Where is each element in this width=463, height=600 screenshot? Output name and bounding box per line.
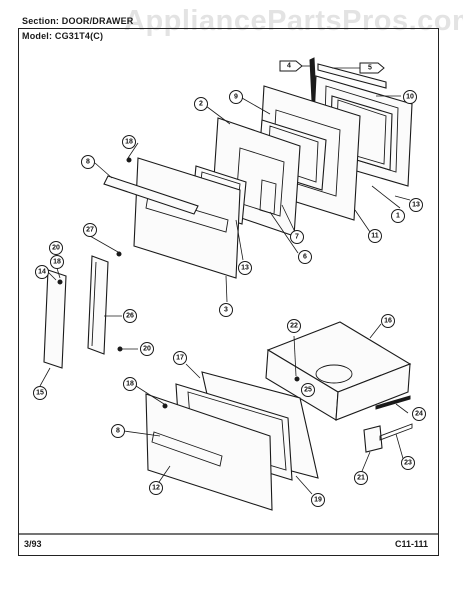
- side-trim-left: [43, 269, 67, 369]
- callout-3: 3: [219, 303, 233, 317]
- callout-6: 6: [298, 250, 312, 264]
- callout-1: 1: [391, 209, 405, 223]
- screw: [162, 403, 168, 409]
- svg-text:14: 14: [38, 269, 46, 276]
- svg-text:26: 26: [126, 313, 134, 320]
- callout-21: 21: [354, 471, 368, 485]
- callout-5: 5: [359, 62, 385, 74]
- callout-4: 4: [279, 60, 303, 72]
- door-handle-recess: [145, 195, 229, 233]
- callout-15: 15: [33, 386, 47, 400]
- svg-text:8: 8: [86, 159, 90, 166]
- callout-19: 19: [311, 493, 325, 507]
- callout-26: 26: [123, 309, 137, 323]
- callout-16: 16: [381, 314, 395, 328]
- screw: [116, 251, 122, 257]
- callout-8-top: 8: [81, 155, 95, 169]
- svg-text:2: 2: [199, 101, 203, 108]
- svg-text:6: 6: [303, 254, 307, 261]
- callout-11: 11: [368, 229, 382, 243]
- screw: [57, 279, 63, 285]
- callout-9: 9: [229, 90, 243, 104]
- callout-8-bottom: 8: [111, 424, 125, 438]
- svg-text:5: 5: [368, 65, 372, 72]
- callout-18-top: 18: [122, 135, 136, 149]
- door-hinge-bracket: [259, 179, 277, 215]
- callout-18-bottom: 18: [123, 377, 137, 391]
- callout-22: 22: [287, 319, 301, 333]
- callout-18-mid: 18: [50, 255, 64, 269]
- callout-24: 24: [412, 407, 426, 421]
- callout-20-bottom: 20: [140, 342, 154, 356]
- svg-text:15: 15: [36, 390, 44, 397]
- svg-text:19: 19: [314, 497, 322, 504]
- svg-text:23: 23: [404, 460, 412, 467]
- svg-text:18: 18: [126, 381, 134, 388]
- drawer-rail: [375, 395, 411, 410]
- svg-text:17: 17: [176, 355, 184, 362]
- svg-text:16: 16: [384, 318, 392, 325]
- svg-text:20: 20: [52, 245, 60, 252]
- callout-14: 14: [35, 265, 49, 279]
- callout-27: 27: [83, 223, 97, 237]
- door-top-frame: [317, 63, 387, 89]
- drawer-front-panel: [145, 393, 273, 511]
- callout-12: 12: [149, 481, 163, 495]
- door-handle: [103, 175, 199, 215]
- callout-17: 17: [173, 351, 187, 365]
- svg-text:7: 7: [295, 234, 299, 241]
- svg-text:24: 24: [415, 411, 423, 418]
- watermark: AppliancePartsPros.com: [124, 5, 463, 37]
- svg-text:21: 21: [357, 475, 365, 482]
- callout-25: 25: [301, 383, 315, 397]
- svg-text:18: 18: [53, 259, 61, 266]
- model-title: Model: CG31T4(C): [22, 31, 104, 41]
- svg-text:9: 9: [234, 94, 238, 101]
- svg-text:1: 1: [396, 213, 400, 220]
- footer-code: C11-111: [395, 539, 429, 549]
- svg-text:13: 13: [241, 265, 249, 272]
- drawer-center-hole: [315, 364, 353, 384]
- drawer-tray-side: [335, 363, 411, 421]
- drawer-bracket: [363, 425, 383, 453]
- drawer-slide: [379, 423, 413, 441]
- svg-text:12: 12: [152, 485, 160, 492]
- svg-text:8: 8: [116, 428, 120, 435]
- outer-door-panel: [133, 157, 241, 279]
- side-trim-edge: [91, 261, 97, 347]
- svg-text:20: 20: [143, 346, 151, 353]
- svg-text:11: 11: [371, 233, 379, 240]
- callout-13-right: 13: [409, 198, 423, 212]
- svg-text:13: 13: [412, 202, 420, 209]
- svg-text:22: 22: [290, 323, 298, 330]
- callout-10: 10: [403, 90, 417, 104]
- callout-20-top: 20: [49, 241, 63, 255]
- svg-text:18: 18: [125, 139, 133, 146]
- callout-2: 2: [194, 97, 208, 111]
- footer-date: 3/93: [24, 539, 42, 549]
- svg-text:27: 27: [86, 227, 94, 234]
- screw: [126, 157, 132, 163]
- callout-23: 23: [401, 456, 415, 470]
- svg-text:3: 3: [224, 307, 228, 314]
- callout-13-left: 13: [238, 261, 252, 275]
- callout-7: 7: [290, 230, 304, 244]
- svg-text:4: 4: [287, 63, 291, 70]
- screw: [294, 376, 300, 382]
- section-title: Section: DOOR/DRAWER: [22, 16, 134, 26]
- diagram-frame: [18, 28, 439, 556]
- drawer-handle: [151, 431, 223, 467]
- svg-text:10: 10: [406, 94, 414, 101]
- svg-text:25: 25: [304, 387, 312, 394]
- side-trim-right: [87, 255, 109, 355]
